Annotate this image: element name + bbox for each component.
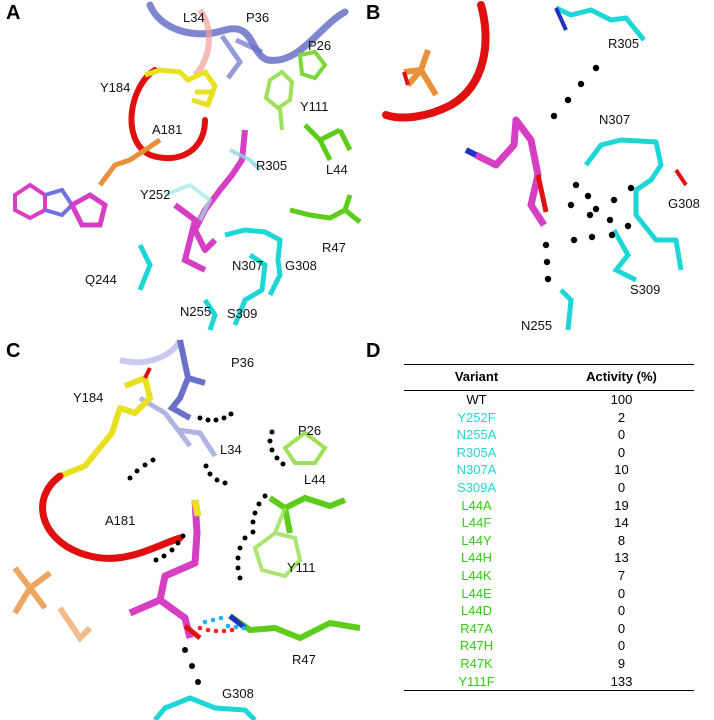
table-row: L44D 0 <box>404 602 694 620</box>
column-header-variant: Variant <box>404 364 549 391</box>
table-row: WT 100 <box>404 391 694 409</box>
variant-cell: L44E <box>461 585 492 601</box>
activity-cell: 10 <box>614 462 629 478</box>
residue-label: A181 <box>152 122 183 137</box>
activity-cell: 9 <box>617 655 626 671</box>
table-row: R47A 0 <box>404 620 694 638</box>
table-row: Y252F 2 <box>404 409 694 427</box>
table-row: L44K 7 <box>404 567 694 585</box>
activity-cell: 100 <box>610 392 633 407</box>
table-row: R305A 0 <box>404 444 694 462</box>
variant-cell: S309A <box>456 479 497 495</box>
panel-c-letter: C <box>6 340 21 362</box>
residue-label: N255 <box>180 304 212 319</box>
residue-label: S309 <box>227 306 258 321</box>
activity-cell: 7 <box>617 567 626 583</box>
activity-cell: 2 <box>617 409 626 425</box>
variant-cell: R47H <box>459 638 494 654</box>
residue-label: P26 <box>298 423 322 438</box>
residue-label: N307 <box>232 258 264 273</box>
residue-label: L34 <box>183 10 205 25</box>
activity-cell: 19 <box>614 497 629 513</box>
residue-label: P36 <box>231 355 255 370</box>
table-row: R47K 9 <box>404 655 694 673</box>
table-row: N307A 10 <box>404 461 694 479</box>
panel-c: C P36 Y184 P26 L34 L44 A181 Y111 R47 G30… <box>0 338 362 720</box>
table-header-row: Variant Activity (%) <box>404 364 694 391</box>
residue-label: L44 <box>326 162 348 177</box>
variant-cell: L44A <box>461 497 492 513</box>
variant-cell: L44K <box>461 567 492 583</box>
variant-cell: Y111F <box>404 672 549 692</box>
table-row: N255A 0 <box>404 426 694 444</box>
activity-cell: 14 <box>614 515 629 531</box>
variant-cell: L44H <box>460 550 493 566</box>
panel-a-letter: A <box>6 2 21 24</box>
panel-b-structure <box>382 1 688 331</box>
variant-cell: R47A <box>460 620 493 636</box>
variant-cell: L44F <box>461 515 492 531</box>
variant-cell: N307A <box>456 462 497 478</box>
activity-cell: 13 <box>614 550 629 566</box>
residue-label: Y252 <box>140 187 171 202</box>
variant-cell: N255A <box>456 427 497 443</box>
panel-b-letter: B <box>366 2 381 24</box>
column-header-activity: Activity (%) <box>549 364 694 391</box>
activity-cell: 133 <box>549 672 694 692</box>
variant-cell: Y252F <box>457 409 496 425</box>
activity-cell: 0 <box>617 444 626 460</box>
variant-cell: R305A <box>456 444 497 460</box>
panel-a-structure <box>13 1 362 331</box>
residue-label: N307 <box>599 112 631 127</box>
activity-cell: 8 <box>617 532 626 548</box>
residue-label: G308 <box>222 686 254 701</box>
table-row: L44A 19 <box>404 497 694 515</box>
residue-label: R47 <box>322 240 346 255</box>
residue-label: Y111 <box>287 560 316 575</box>
residue-label: Y184 <box>100 80 131 95</box>
residue-label: G308 <box>285 258 317 273</box>
activity-cell: 0 <box>617 427 626 443</box>
residue-label: Y184 <box>73 390 104 405</box>
panel-c-structure <box>12 338 361 720</box>
variant-cell: WT <box>466 392 487 407</box>
residue-label: A181 <box>105 513 136 528</box>
variant-cell: L44D <box>460 603 493 619</box>
activity-cell: 0 <box>617 585 626 601</box>
panel-a: A L34 P36 P26 Y184 Y111 A181 R305 L44 Y2… <box>0 0 362 340</box>
panel-b: B R305 N307 G308 S309 N255 <box>366 0 714 340</box>
table-row: L44Y 8 <box>404 532 694 550</box>
residue-label: Q244 <box>85 272 117 287</box>
residue-label: S309 <box>630 282 661 297</box>
panel-d-letter: D <box>366 340 381 362</box>
activity-cell: 0 <box>617 603 626 619</box>
table-row: R47H 0 <box>404 637 694 655</box>
table-row: S309A 0 <box>404 479 694 497</box>
activity-cell: 0 <box>617 620 626 636</box>
residue-label: P26 <box>308 38 332 53</box>
residue-label: L34 <box>220 442 242 457</box>
residue-label: N255 <box>521 318 553 333</box>
table-row: L44E 0 <box>404 585 694 603</box>
variant-cell: L44Y <box>461 532 492 548</box>
variant-cell: R47K <box>460 655 493 671</box>
table-row: L44F 14 <box>404 514 694 532</box>
residue-label: G308 <box>668 196 700 211</box>
residue-label: L44 <box>304 472 326 487</box>
residue-label: R305 <box>256 158 288 173</box>
activity-cell: 0 <box>617 479 626 495</box>
residue-label: P36 <box>246 10 270 25</box>
activity-cell: 0 <box>617 638 626 654</box>
residue-label: Y111 <box>300 99 329 114</box>
residue-label: R305 <box>608 36 640 51</box>
table-row: L44H 13 <box>404 549 694 567</box>
residue-label: R47 <box>292 652 316 667</box>
